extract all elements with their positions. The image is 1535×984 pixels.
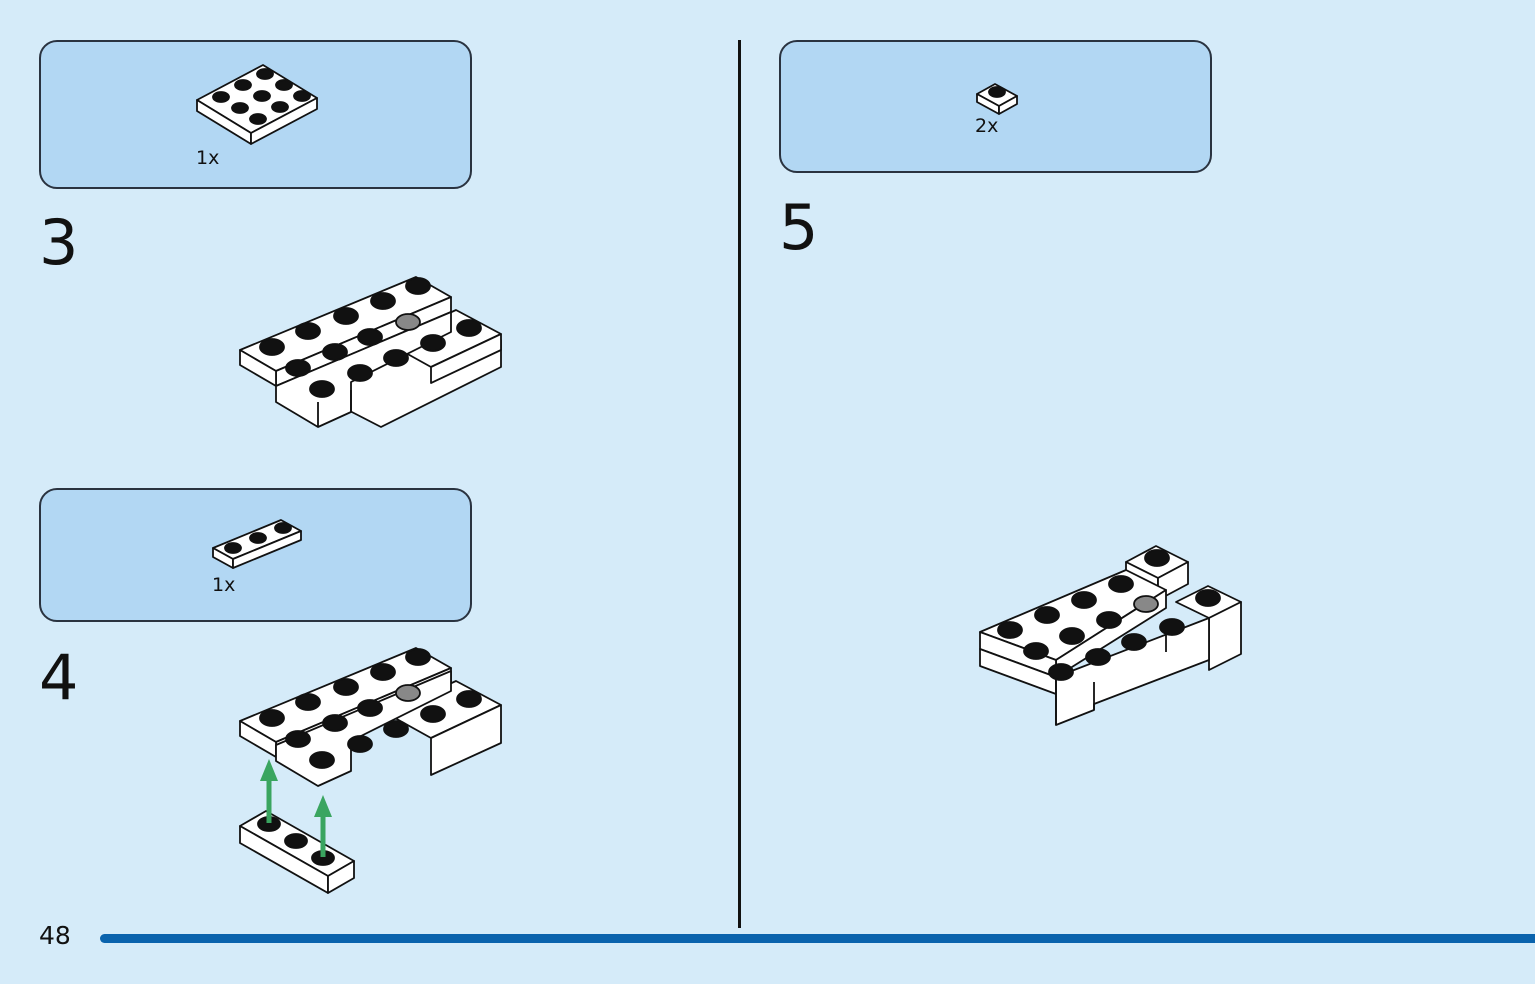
page-number: 48 (39, 921, 71, 950)
up-arrow-icon (260, 759, 278, 823)
part-quantity: 1x (212, 574, 236, 596)
parts-box-step-4: 1x (39, 488, 472, 622)
step-number: 3 (39, 206, 79, 279)
step-number: 4 (39, 641, 79, 714)
part-quantity: 2x (975, 115, 999, 137)
plate-1x3-icon (212, 519, 302, 569)
parts-box-step-3: 1x (39, 40, 472, 189)
step-4-assembly (239, 647, 502, 894)
plate-2x3-icon (196, 64, 318, 145)
part-quantity: 1x (196, 147, 220, 169)
footer-bar (100, 934, 1535, 943)
step-3-assembly (239, 276, 502, 428)
column-divider (738, 40, 741, 928)
step-number: 5 (779, 191, 819, 264)
step-5-assembly (979, 545, 1242, 726)
up-arrow-icon (314, 795, 332, 857)
parts-box-step-5: 2x (779, 40, 1212, 173)
plate-1x1-icon (976, 83, 1018, 115)
